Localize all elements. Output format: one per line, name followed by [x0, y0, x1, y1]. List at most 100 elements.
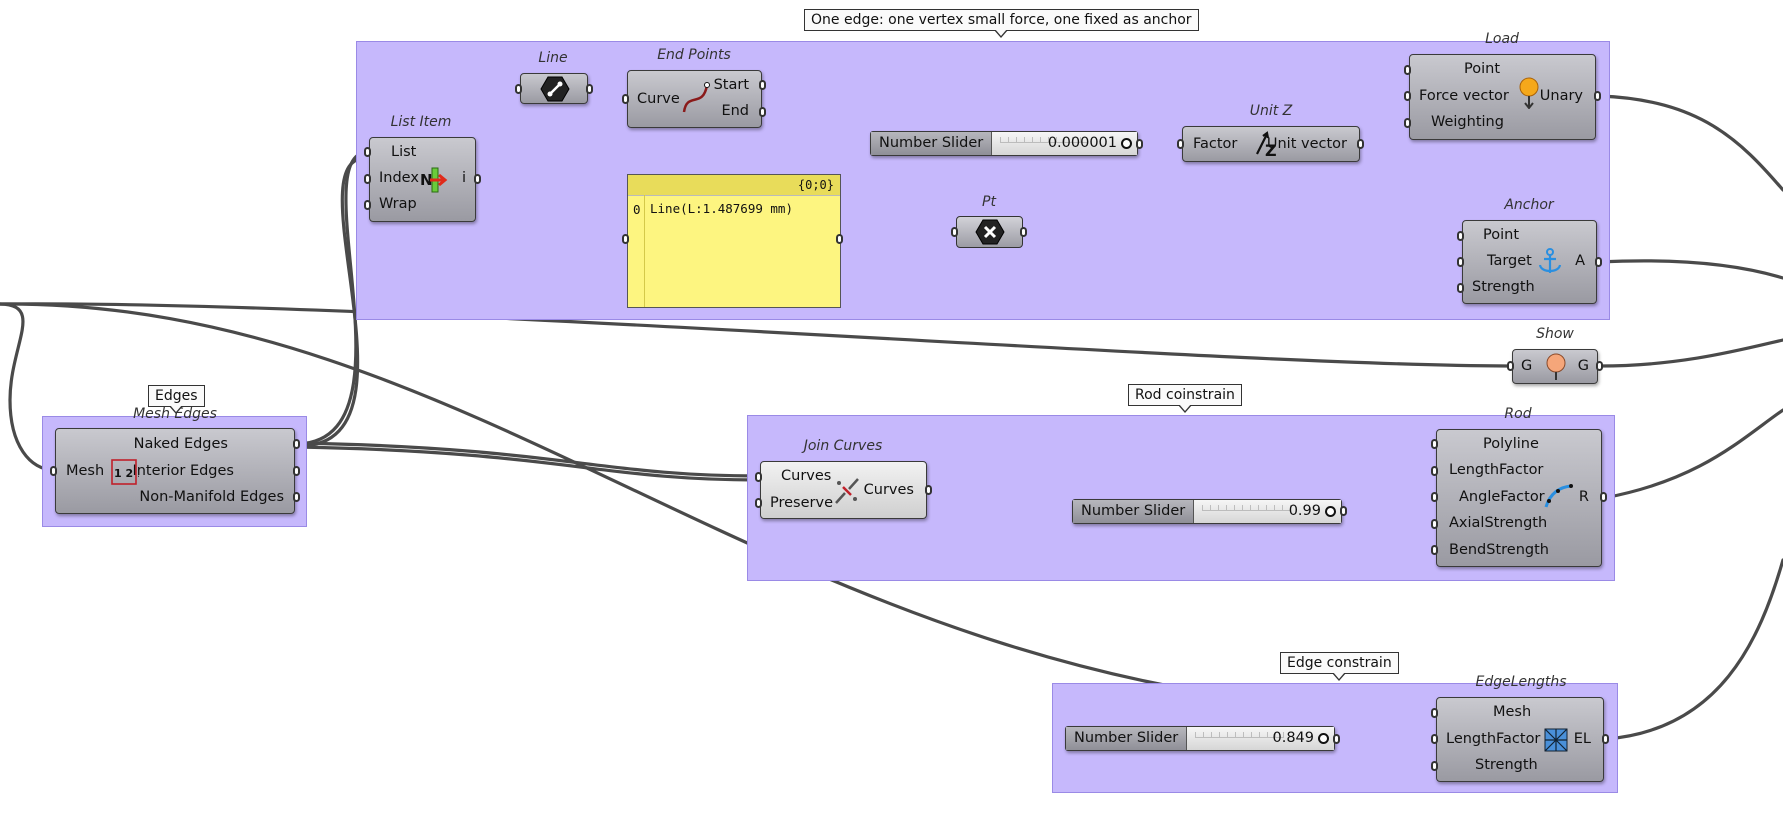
panel-grip-out[interactable] [836, 234, 843, 244]
number-slider-unitz-grip-out[interactable] [1136, 139, 1143, 149]
mesh-edges-input-mesh[interactable]: Mesh [66, 463, 105, 479]
anchor-grip-target[interactable] [1457, 257, 1464, 267]
edgelengths-node[interactable]: Mesh LengthFactor Strength EL [1436, 697, 1604, 782]
show-node[interactable]: G G [1512, 349, 1598, 384]
mesh-edges-output-interior[interactable]: Interior Edges [132, 463, 234, 479]
join-curves-grip-preserve[interactable] [755, 498, 762, 508]
anchor-grip-strength[interactable] [1457, 283, 1464, 293]
mesh-edges-output-naked[interactable]: Naked Edges [133, 436, 228, 452]
end-points-output-start[interactable]: Start [713, 77, 749, 93]
end-points-node[interactable]: Curve Start End [627, 70, 762, 128]
pt-grip-out[interactable] [1020, 227, 1027, 237]
mesh-edges-grip-naked[interactable] [293, 439, 300, 449]
number-slider-rod[interactable]: Number Slider 0.99 [1072, 499, 1342, 524]
edgelengths-output-el[interactable]: EL [1573, 731, 1591, 747]
panel-grip-in[interactable] [622, 234, 629, 244]
edgelengths-grip-length[interactable] [1431, 734, 1438, 744]
edgelengths-input-strength[interactable]: Strength [1475, 757, 1538, 773]
line-node[interactable] [520, 73, 588, 104]
anchor-grip-point[interactable] [1457, 231, 1464, 241]
show-input-g[interactable]: G [1521, 358, 1533, 374]
rod-grip-axial[interactable] [1431, 519, 1438, 529]
load-grip-weight[interactable] [1404, 118, 1411, 128]
number-slider-rod-knob[interactable] [1325, 506, 1336, 517]
mesh-edges-node[interactable]: Mesh 1 2 1 Naked Edges Interior Edges No… [55, 428, 295, 514]
rod-grip-angle[interactable] [1431, 492, 1438, 502]
edgelengths-input-mesh[interactable]: Mesh [1493, 704, 1532, 720]
number-slider-rod-grip-out[interactable] [1340, 506, 1347, 516]
anchor-grip-out[interactable] [1595, 257, 1602, 267]
list-item-grip-wrap[interactable] [364, 200, 371, 210]
load-grip-point[interactable] [1404, 65, 1411, 75]
text-panel[interactable]: {0;0} 0 Line(L:1.487699 mm) [627, 174, 841, 308]
load-node[interactable]: Point Force vector Weighting Unary [1409, 54, 1596, 140]
mesh-edges-grip-interior[interactable] [293, 466, 300, 476]
list-item-node[interactable]: List Index Wrap N i [369, 137, 476, 222]
rod-grip-bend[interactable] [1431, 545, 1438, 555]
anchor-input-point[interactable]: Point [1483, 227, 1520, 243]
pt-grip-in[interactable] [951, 227, 958, 237]
list-item-input-index[interactable]: Index [379, 170, 419, 186]
end-points-grip-in[interactable] [622, 94, 629, 104]
line-grip-out[interactable] [586, 84, 593, 94]
unit-z-grip-out[interactable] [1357, 139, 1364, 149]
line-grip-in[interactable] [515, 84, 522, 94]
number-slider-edge-knob[interactable] [1318, 733, 1329, 744]
rod-input-lengthfactor[interactable]: LengthFactor [1449, 462, 1544, 478]
join-curves-grip-out[interactable] [925, 485, 932, 495]
anchor-input-target[interactable]: Target [1487, 253, 1532, 269]
rod-input-axialstrength[interactable]: AxialStrength [1449, 515, 1548, 531]
join-curves-input-preserve[interactable]: Preserve [770, 495, 833, 511]
unit-z-grip-in[interactable] [1177, 139, 1184, 149]
number-slider-rod-track[interactable]: 0.99 [1194, 500, 1341, 523]
join-curves-input-curves[interactable]: Curves [781, 468, 832, 484]
pt-node[interactable] [956, 216, 1023, 248]
rod-input-anglefactor[interactable]: AngleFactor [1459, 489, 1545, 505]
number-slider-edge-track[interactable]: 0.849 [1187, 727, 1334, 750]
rod-node[interactable]: Polyline LengthFactor AngleFactor AxialS… [1436, 429, 1602, 567]
join-curves-output-curves[interactable]: Curves [863, 482, 914, 498]
list-item-grip-out[interactable] [474, 174, 481, 184]
show-grip-out[interactable] [1596, 361, 1603, 371]
anchor-input-strength[interactable]: Strength [1472, 279, 1535, 295]
end-points-output-end[interactable]: End [721, 103, 749, 119]
load-grip-out[interactable] [1594, 91, 1601, 101]
load-input-force-vector[interactable]: Force vector [1419, 88, 1509, 104]
unit-z-output-vector[interactable]: Unit vector [1266, 136, 1347, 152]
anchor-output-a[interactable]: A [1575, 253, 1585, 269]
number-slider-unitz-track[interactable]: 0.000001 [992, 132, 1137, 155]
mesh-edges-output-nonmanifold[interactable]: Non-Manifold Edges [139, 489, 284, 505]
unit-z-node[interactable]: Factor Z Unit vector [1182, 126, 1360, 162]
list-item-output-i[interactable]: i [461, 170, 466, 186]
rod-grip-out[interactable] [1600, 492, 1607, 502]
join-curves-node[interactable]: Curves Preserve Curves [760, 461, 927, 519]
join-curves-grip-curves[interactable] [755, 472, 762, 482]
anchor-node[interactable]: Point Target Strength A [1462, 220, 1597, 304]
number-slider-unitz-knob[interactable] [1121, 138, 1132, 149]
mesh-edges-grip-in[interactable] [50, 466, 57, 476]
load-output-unary[interactable]: Unary [1539, 88, 1583, 104]
list-item-input-wrap[interactable]: Wrap [379, 196, 417, 212]
number-slider-edge-grip-out[interactable] [1333, 734, 1340, 744]
show-grip-in[interactable] [1507, 361, 1514, 371]
number-slider-unitz[interactable]: Number Slider 0.000001 [870, 131, 1138, 156]
list-item-input-list[interactable]: List [391, 144, 417, 160]
end-points-input-curve[interactable]: Curve [637, 91, 680, 107]
end-points-grip-start[interactable] [759, 80, 766, 90]
load-grip-force[interactable] [1404, 91, 1411, 101]
edgelengths-grip-out[interactable] [1602, 734, 1609, 744]
edgelengths-grip-mesh[interactable] [1431, 708, 1438, 718]
load-input-point[interactable]: Point [1464, 61, 1501, 77]
rod-output-r[interactable]: R [1578, 489, 1589, 505]
edgelengths-input-lengthfactor[interactable]: LengthFactor [1446, 731, 1541, 747]
rod-input-bendstrength[interactable]: BendStrength [1449, 542, 1549, 558]
rod-grip-length[interactable] [1431, 466, 1438, 476]
unit-z-input-factor[interactable]: Factor [1193, 136, 1238, 152]
rod-input-polyline[interactable]: Polyline [1483, 436, 1539, 452]
list-item-grip-index[interactable] [364, 174, 371, 184]
show-output-g[interactable]: G [1577, 358, 1589, 374]
list-item-grip-list[interactable] [364, 147, 371, 157]
load-input-weighting[interactable]: Weighting [1431, 114, 1504, 130]
rod-grip-polyline[interactable] [1431, 439, 1438, 449]
end-points-grip-end[interactable] [759, 107, 766, 117]
